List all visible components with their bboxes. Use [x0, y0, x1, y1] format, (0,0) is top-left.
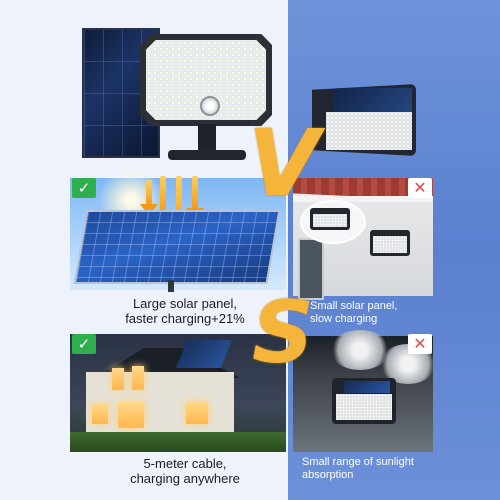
caption-line: Small range of sunlight [302, 456, 414, 468]
cross-icon: ✕ [408, 178, 432, 198]
led-array [326, 112, 412, 150]
caption-line: Large solar panel, [132, 296, 238, 311]
lit-window [118, 402, 144, 428]
large-solar-panel [73, 210, 281, 284]
versus-letter-v: V [248, 110, 320, 217]
lit-window [112, 368, 124, 390]
house-body [86, 372, 234, 436]
caption-small-range: Small range of sunlight absorption [302, 456, 462, 482]
motion-sensor [200, 96, 220, 116]
caption-line: absorption [302, 469, 354, 481]
integrated-solar-panel [334, 88, 412, 112]
caption-line: charging anywhere [130, 471, 240, 486]
lit-window [92, 404, 108, 424]
cross-icon: ✕ [408, 334, 432, 354]
competitor-wall-lamp [312, 84, 416, 156]
caption-line: Small solar panel, [310, 300, 398, 312]
sunlight-arrow-icon [154, 176, 172, 224]
caption-cable: 5-meter cable, charging anywhere [90, 456, 280, 486]
small-wall-lamp [370, 230, 410, 256]
lit-window [132, 366, 144, 390]
lamp-base [168, 150, 246, 160]
sunlight-arrow-icon [186, 176, 204, 220]
tiled-roof [293, 178, 433, 200]
shaded-wall-lamp [332, 378, 396, 424]
lawn [70, 432, 286, 452]
check-icon: ✓ [72, 178, 96, 198]
caption-line: slow charging [310, 313, 378, 325]
panel-pole [168, 280, 174, 292]
small-wall-lamp [310, 208, 350, 230]
sunlight-arrow-icon [140, 180, 158, 216]
caption-line: faster charging+21% [125, 311, 245, 326]
lit-window [186, 402, 208, 424]
roof-eave [293, 196, 433, 202]
house-window [298, 238, 324, 300]
check-icon: ✓ [72, 334, 96, 354]
caption-large-panel: Large solar panel, faster charging+21% [90, 296, 280, 326]
caption-small-panel: Small solar panel, slow charging [310, 300, 460, 326]
caption-line: 5-meter cable, [143, 456, 227, 471]
versus-letter-s: S [252, 283, 314, 383]
lamp-stand [198, 124, 216, 152]
